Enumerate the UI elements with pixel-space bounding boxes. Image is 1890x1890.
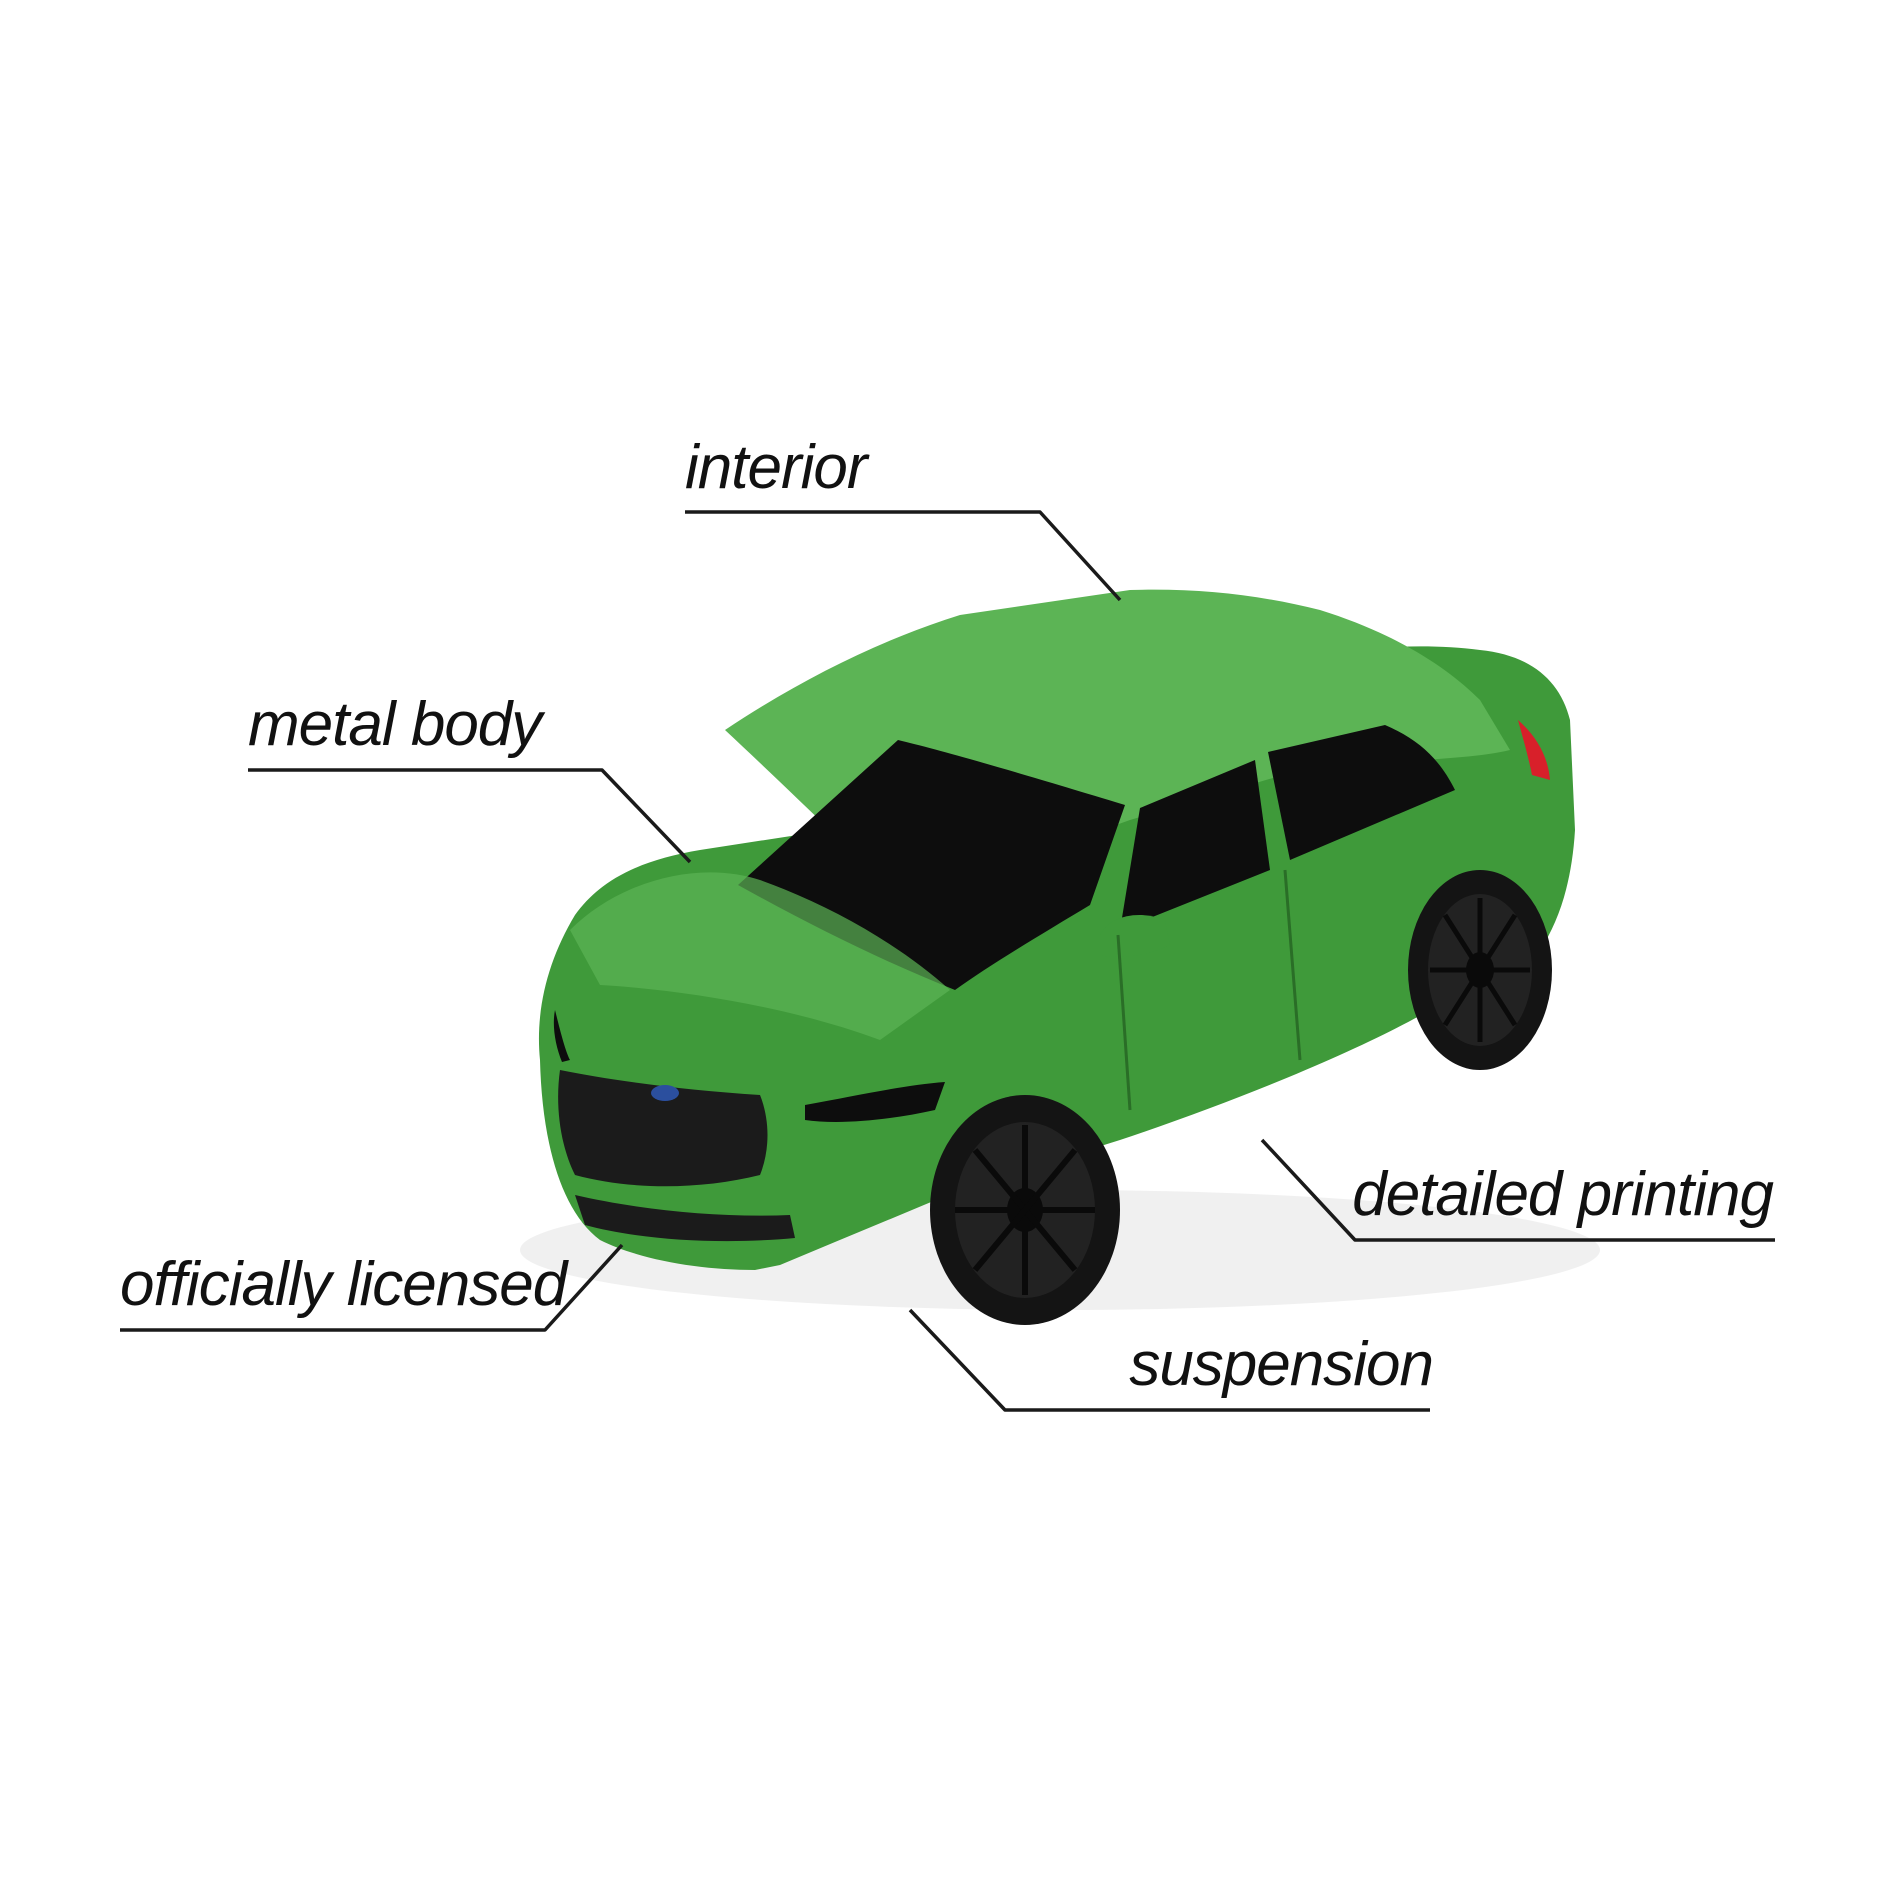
- leader-line-metal-body: [248, 768, 692, 864]
- label-interior: interior: [685, 433, 870, 502]
- front-grille: [558, 1070, 768, 1187]
- tail-light: [1518, 720, 1550, 780]
- headlight-right: [805, 1082, 945, 1122]
- label-officially-licensed: officially licensed: [120, 1250, 570, 1319]
- headlight-left: [553, 1010, 570, 1062]
- label-metal-body: metal body: [248, 690, 546, 759]
- side-window-front: [1120, 760, 1270, 930]
- leader-line-detailed-printing: [1260, 1138, 1775, 1242]
- toy-car-image: [520, 589, 1600, 1325]
- leader-line-suspension: [908, 1308, 1430, 1412]
- leader-line-interior: [685, 510, 1122, 602]
- side-window-rear: [1268, 725, 1455, 860]
- front-wheel: [930, 1095, 1120, 1325]
- brand-badge: [651, 1085, 679, 1101]
- label-suspension: suspension: [1129, 1330, 1433, 1399]
- label-detailed-printing: detailed printing: [1352, 1160, 1773, 1229]
- rear-wheel: [1408, 870, 1552, 1070]
- leader-line-officially-licensed: [120, 1243, 624, 1332]
